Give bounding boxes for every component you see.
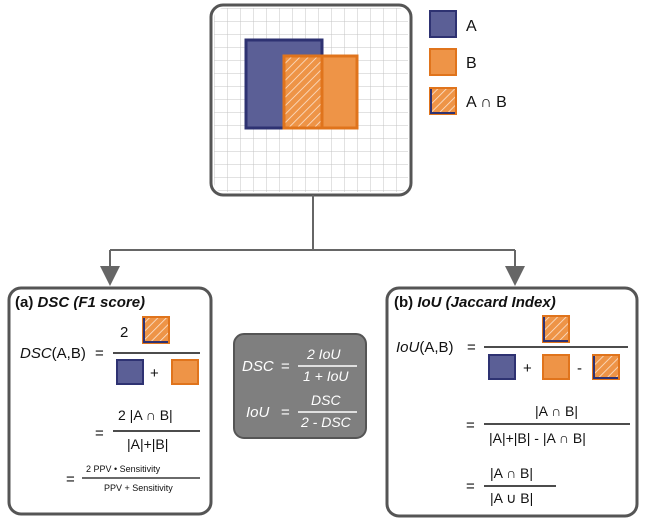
dsc-eq-1: =: [95, 345, 104, 362]
dsc-panel-frame: [7, 286, 213, 516]
rel-iou-numer: DSC: [311, 392, 341, 408]
rel-dsc-numer: 2 IoU: [306, 346, 341, 362]
iou-eq-1: =: [467, 339, 476, 356]
rel-iou-eq: =: [281, 404, 290, 421]
dsc-eq-2: =: [95, 425, 104, 442]
dsc-a-swatch: [116, 359, 144, 385]
dsc-b-swatch: [171, 359, 199, 385]
connector-arrows: [100, 195, 525, 286]
iou-eq-2: =: [466, 417, 475, 434]
rel-dsc-denom: 1 + IoU: [303, 368, 349, 384]
legend-a-label: A: [466, 18, 477, 35]
rel-iou-lhs: IoU: [246, 404, 270, 421]
overlap-illustration: [209, 3, 413, 197]
iou-intersection-swatch-denom: [592, 354, 620, 380]
dsc-set-numer: 2 |A ∩ B|: [118, 407, 173, 423]
rel-dsc-eq: =: [281, 358, 290, 375]
rel-dsc-lhs: DSC: [242, 358, 274, 375]
iou-panel-title: (b) IoU (Jaccard Index): [394, 294, 556, 311]
iou-panel-frame: [385, 286, 639, 518]
relationship-box: DSC = 2 IoU 1 + IoU IoU = DSC 2 - DSC: [233, 333, 367, 439]
dsc-panel-title: (a) DSC (F1 score): [15, 294, 145, 311]
dsc-ppv-numer: 2 PPV • Sensitivity: [86, 464, 161, 474]
legend-intersection-swatch: [429, 87, 457, 115]
legend-b-label: B: [466, 55, 477, 72]
iou-union-denom: |A ∪ B|: [490, 490, 533, 506]
intersection-rect: [282, 54, 324, 130]
iou-panel: (b) IoU (Jaccard Index) IoU(A,B) = + - =…: [385, 286, 639, 518]
dsc-intersection-swatch: [142, 316, 170, 344]
legend: A B A ∩ B: [429, 10, 507, 115]
dsc-eq-3: =: [66, 471, 75, 488]
set-b-rect: [320, 54, 359, 130]
iou-a-swatch: [488, 354, 516, 380]
iou-union-numer: |A ∩ B|: [490, 465, 533, 481]
dsc-set-denom: |A|+|B|: [127, 436, 168, 452]
legend-intersection-label: A ∩ B: [466, 94, 507, 111]
dsc-lhs: DSC(A,B): [20, 345, 86, 362]
iou-minus: -: [577, 360, 582, 377]
iou-set-numer: |A ∩ B|: [535, 403, 578, 419]
iou-eq-3: =: [466, 478, 475, 495]
iou-set-denom: |A|+|B| - |A ∩ B|: [489, 430, 586, 446]
iou-plus: +: [523, 360, 532, 377]
dsc-two: 2: [120, 324, 128, 341]
dsc-plus: +: [150, 365, 159, 382]
iou-intersection-swatch-numer: [542, 315, 570, 343]
rel-iou-denom: 2 - DSC: [300, 414, 352, 430]
dsc-panel: (a) DSC (F1 score) DSC(A,B) = 2 + = 2 |A…: [7, 286, 213, 516]
legend-a-swatch: [429, 10, 457, 38]
iou-lhs: IoU(A,B): [396, 339, 454, 356]
dsc-ppv-denom: PPV + Sensitivity: [104, 483, 173, 493]
legend-b-swatch: [429, 48, 457, 76]
iou-b-swatch: [542, 354, 570, 380]
